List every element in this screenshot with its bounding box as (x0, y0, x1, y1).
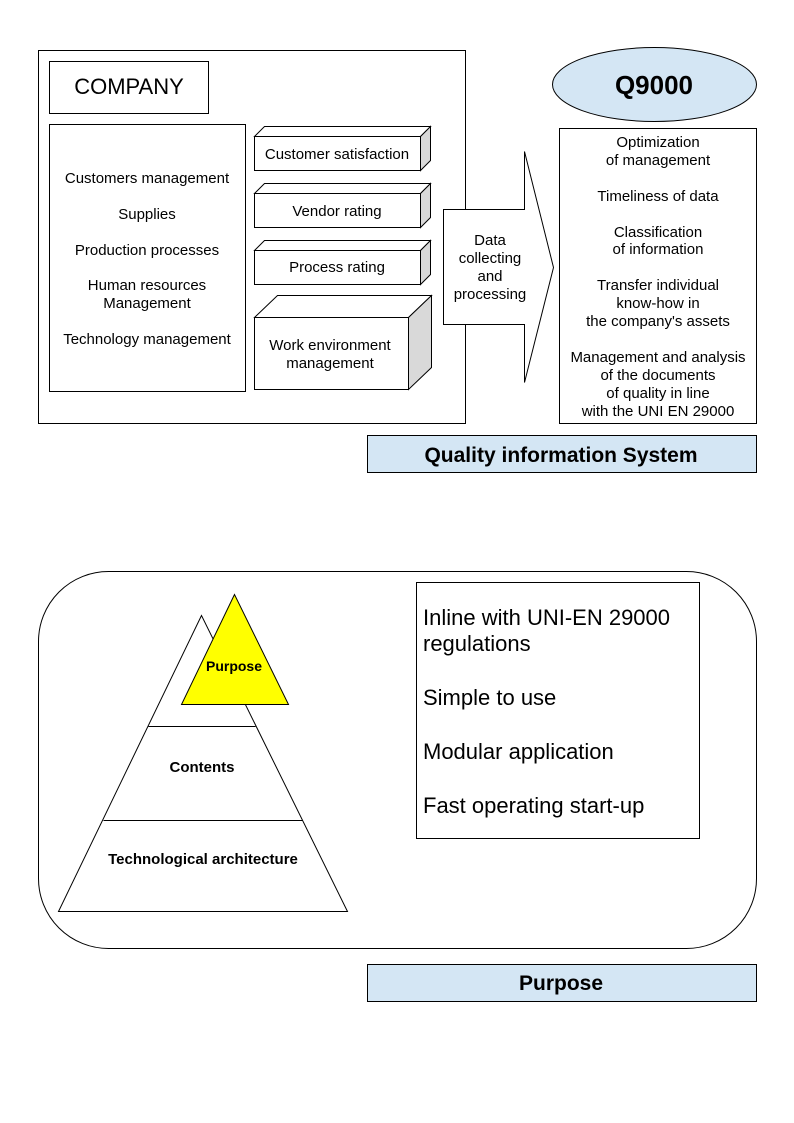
feature-line: Modular application (423, 739, 614, 764)
area-production: Production processes (75, 242, 219, 259)
module-vendor-rating: Vendor rating (253, 182, 432, 229)
benefit-line: of information (613, 241, 704, 258)
module-process-rating: Process rating (253, 239, 432, 286)
pyramid (57, 614, 349, 912)
product-ellipse (552, 47, 757, 122)
bottom-caption: Purpose (519, 972, 603, 995)
svg-text:and: and (477, 268, 502, 285)
top-caption: Quality information System (424, 444, 697, 467)
feature-line: Inline with UNI-EN 29000 (423, 605, 670, 630)
product-name: Q9000 (615, 70, 693, 100)
area-technology: Technology management (63, 331, 231, 348)
pyramid-level-purpose: Purpose (206, 658, 262, 674)
svg-text:Data: Data (474, 232, 506, 249)
benefits-box (559, 128, 757, 424)
company-title: COMPANY (74, 74, 184, 99)
area-customers: Customers management (65, 170, 230, 187)
benefit-line: of the documents (600, 367, 715, 384)
bottom-caption-box (367, 964, 757, 1002)
benefit-line: know-how in (616, 295, 699, 312)
data-processing-arrow: Data collecting and processing (443, 151, 555, 383)
benefit-line: Management and analysis (570, 349, 745, 366)
area-human-resources-2: Management (103, 295, 191, 312)
feature-line: regulations (423, 631, 531, 656)
module-customer-satisfaction: Customer satisfaction (253, 125, 432, 172)
top-caption-box (367, 435, 757, 473)
svg-text:Customer satisfaction: Customer satisfaction (265, 146, 409, 163)
module-work-environment: Work environment management (253, 294, 433, 391)
benefit-line: Transfer individual (597, 277, 719, 294)
company-areas-box (49, 124, 246, 392)
benefit-line: of quality in line (606, 385, 709, 402)
area-human-resources: Human resources (88, 277, 206, 294)
area-supplies: Supplies (118, 206, 176, 223)
svg-text:processing: processing (454, 286, 527, 303)
purpose-triangle (180, 593, 290, 705)
features-box (416, 582, 700, 839)
svg-text:Vendor rating: Vendor rating (292, 203, 381, 220)
pyramid-level-architecture: Technological architecture (108, 851, 298, 868)
feature-line: Fast operating start-up (423, 793, 644, 818)
benefit-line: Optimization (616, 134, 699, 151)
svg-text:Work environment: Work environment (269, 337, 391, 354)
benefit-line: the company's assets (586, 313, 730, 330)
benefit-line: with the UNI EN 29000 (581, 403, 735, 420)
pyramid-level-contents: Contents (170, 759, 235, 776)
benefit-line: of management (606, 152, 711, 169)
benefit-line: Timeliness of data (597, 188, 719, 205)
svg-text:Process rating: Process rating (289, 259, 385, 276)
feature-line: Simple to use (423, 685, 556, 710)
svg-text:management: management (286, 355, 374, 372)
company-title-box (49, 61, 209, 114)
svg-text:collecting: collecting (459, 250, 522, 267)
benefit-line: Classification (614, 224, 702, 241)
